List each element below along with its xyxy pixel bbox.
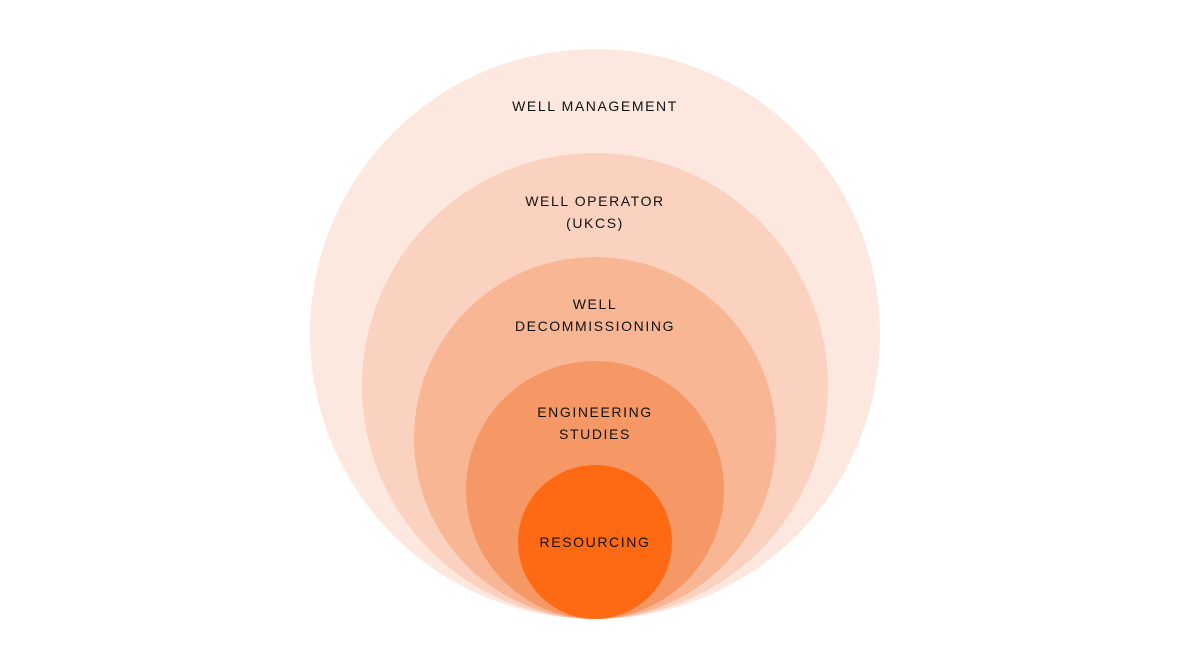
label-well-decommissioning: WELL DECOMMISSIONING (514, 296, 676, 334)
label-well-management: WELL MANAGEMENT (512, 98, 678, 114)
label-resourcing: RESOURCING (539, 534, 651, 550)
label-engineering-studies: ENGINEERING STUDIES (537, 404, 653, 442)
ring-resourcing (518, 465, 672, 619)
label-well-operator: WELL OPERATOR (UKCS) (525, 193, 665, 231)
